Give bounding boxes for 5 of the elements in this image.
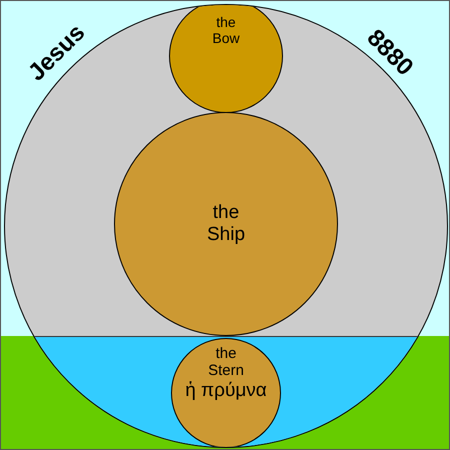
circle-label: the Stern (208, 345, 244, 380)
greek-label: ἡ πρύμνα (185, 380, 267, 402)
hull-circle (4, 4, 448, 448)
circle-label: the Bow (212, 14, 240, 46)
circle-label: the Ship (206, 202, 246, 246)
